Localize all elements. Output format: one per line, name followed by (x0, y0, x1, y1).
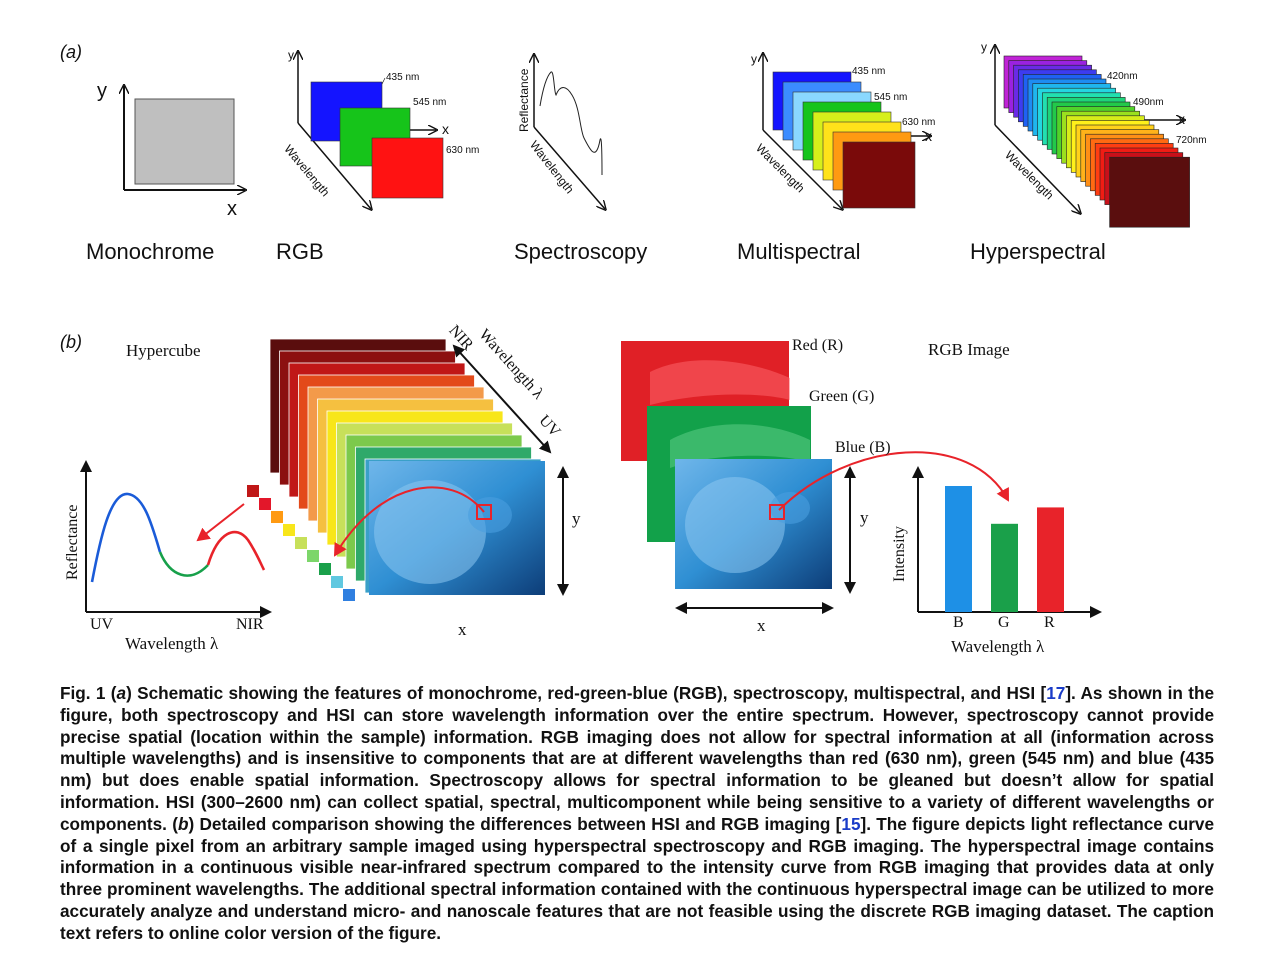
spectral-pixel (331, 576, 343, 588)
intensity-xlabel: Wavelength λ (951, 637, 1045, 656)
hyperspectral-band-1: 420nm (1107, 71, 1138, 82)
monochrome-y-label: y (97, 80, 107, 102)
spectroscopy-title: Spectroscopy (514, 239, 648, 264)
reflectance-xlabel: Wavelength λ (125, 634, 219, 653)
rgb-y-label: y (860, 508, 869, 527)
reflectance-curve-green (158, 551, 209, 577)
multispectral-band-1: 435 nm (852, 66, 886, 77)
reflectance-curve-blue (90, 492, 162, 583)
rgb-x-label: x (442, 121, 449, 137)
spectral-pixel (283, 524, 295, 536)
hypercube-title: Hypercube (126, 341, 201, 360)
hyperspectral-diagram (0, 0, 1190, 228)
green-label: Green (G) (809, 388, 875, 405)
citation-link-17[interactable]: 17 (1046, 683, 1066, 703)
red-label: Red (R) (792, 337, 844, 354)
multispectral-layer (842, 141, 916, 209)
rgb-pixel-arrow (778, 451, 1009, 511)
intensity-bar (945, 486, 972, 612)
multispectral-diagram (0, 0, 1280, 300)
multispectral-band-3: 630 nm (902, 117, 936, 128)
uv-label: UV (90, 616, 114, 633)
multispectral-band-2: 545 nm (874, 92, 908, 103)
hyperspectral-layer (1109, 156, 1190, 228)
spectroscopy-diagram (0, 0, 1280, 300)
spectral-pixel (259, 498, 271, 510)
multispectral-x-label: x (925, 128, 932, 144)
intensity-ylabel: Intensity (891, 526, 908, 582)
pixel-arrow (333, 486, 485, 557)
hypercube-pixel-marker (476, 504, 492, 520)
monochrome-square (134, 98, 235, 185)
rgb-y-label: y (288, 48, 294, 62)
hypercube-y-label: y (572, 509, 581, 528)
panel-b-graphics (80, 338, 1102, 618)
spectral-pixel (307, 550, 319, 562)
monochrome-x-label: x (227, 198, 237, 220)
reflectance-ylabel: Reflectance (64, 504, 81, 581)
citation-link-15[interactable]: 15 (841, 813, 861, 834)
hyperspectral-y-label: y (981, 40, 987, 54)
intensity-bar (1037, 507, 1064, 612)
spectral-pixel (319, 563, 331, 575)
hyperspectral-band-2: 490nm (1133, 97, 1164, 108)
rgb-pixel-marker (769, 504, 785, 520)
multispectral-title: Multispectral (737, 239, 861, 264)
hypercube-x-label: x (458, 620, 467, 639)
rgb-band-3: 630 nm (446, 145, 480, 156)
hyperspectral-x-label: x (1178, 111, 1185, 127)
curve-arrow (196, 503, 245, 542)
panel-a-label: (a) (60, 42, 82, 62)
hyperspectral-band-3: 720nm (1176, 135, 1207, 146)
caption-fig-number: Fig. 1 (60, 683, 106, 703)
rgb-diagram (0, 0, 444, 300)
spectral-pixel (295, 537, 307, 549)
nir-label: NIR (236, 616, 264, 633)
monochrome-title: Monochrome (86, 239, 215, 264)
rgb-title: RGB (276, 239, 324, 264)
rgb-band-2: 545 nm (413, 97, 447, 108)
intensity-bar (991, 523, 1018, 612)
spectral-pixel (247, 485, 259, 497)
hyperspectral-title: Hyperspectral (970, 239, 1106, 264)
rgb-image-title: RGB Image (928, 340, 1010, 359)
spectral-pixel (343, 589, 355, 601)
panel-b-label: (b) (60, 332, 82, 352)
reflectance-curve-red (206, 530, 266, 571)
monochrome-diagram (0, 0, 1280, 300)
rgb-red-layer (371, 137, 444, 199)
blue-label: Blue (B) (835, 439, 891, 456)
rgb-band-1: 435 nm (386, 72, 420, 83)
figure-caption: Fig. 1 (a) Schematic showing the feature… (60, 683, 1215, 943)
rgb-x-label: x (757, 616, 766, 635)
bar-label-b: B (953, 614, 964, 631)
bar-label-r: R (1044, 614, 1055, 631)
stack-wavelength-arrow (452, 344, 552, 454)
spectral-pixel (271, 511, 283, 523)
multispectral-y-label: y (751, 52, 757, 66)
spectroscopy-curve (539, 71, 603, 176)
bar-label-g: G (998, 614, 1010, 631)
